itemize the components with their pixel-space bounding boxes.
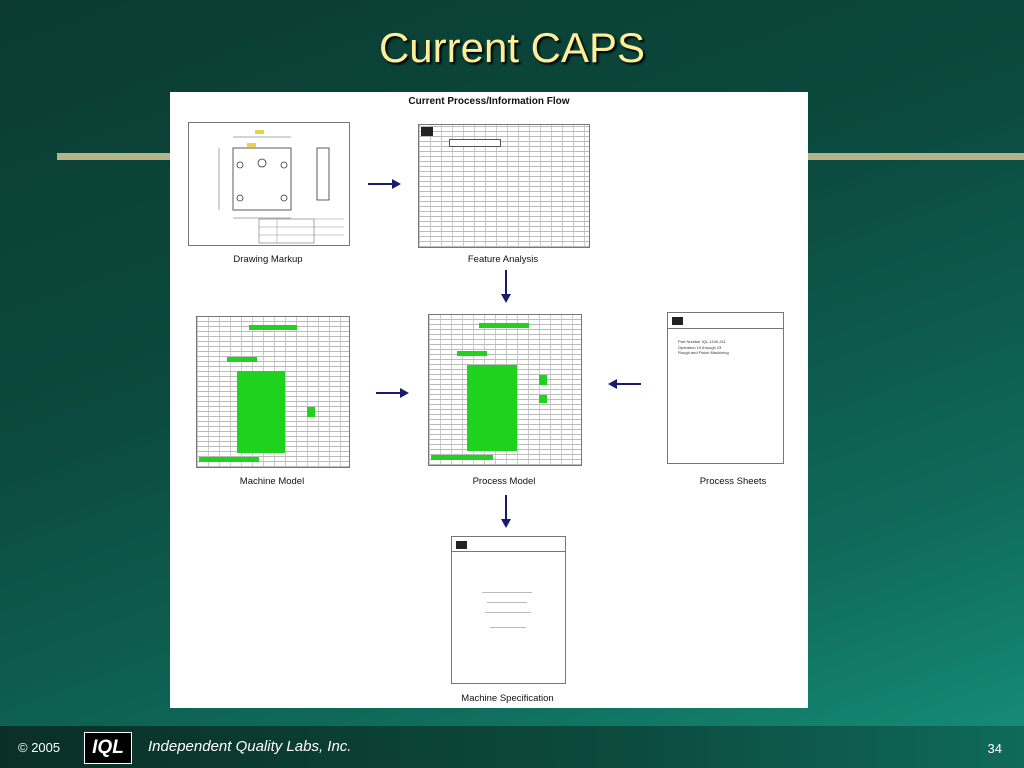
machine-model-thumbnail (196, 316, 350, 468)
caption-drawing-markup: Drawing Markup (233, 254, 303, 265)
arrow-process-model-to-machine-spec (501, 495, 511, 528)
copyright-text: © 2005 (18, 740, 61, 755)
diagram-title: Current Process/Information Flow (408, 96, 570, 107)
process-model-thumbnail (428, 314, 582, 466)
caption-machine-model: Machine Model (239, 476, 305, 487)
caption-feature-analysis: Feature Analysis (467, 254, 539, 265)
decor-rule-right (808, 153, 1024, 160)
decor-rule-left (57, 153, 170, 160)
arrow-feature-to-process-model (501, 270, 511, 303)
caption-process-model: Process Model (472, 476, 536, 487)
drawing-markup-thumbnail (188, 122, 350, 246)
slide-title: Current CAPS (378, 24, 646, 71)
arrow-process-sheets-to-process-model (608, 379, 641, 389)
machine-specification-thumbnail (451, 536, 566, 684)
arrow-drawing-to-feature (368, 179, 401, 189)
process-sheet-operation: Operation 10 through 23 (678, 344, 722, 350)
diagram-panel: Current Process/Information Flow Drawing… (170, 92, 808, 708)
technical-drawing-icon (218, 130, 344, 244)
arrow-machine-model-to-process-model (376, 388, 409, 398)
page-number: 34 (987, 741, 1002, 756)
caption-machine-specification: Machine Specification (461, 693, 554, 704)
process-sheets-thumbnail: Part Number IQL-1100-411 Operation 10 th… (667, 312, 784, 464)
iql-logo: IQL (84, 732, 132, 764)
caption-process-sheets: Process Sheets (699, 476, 767, 487)
feature-analysis-thumbnail (418, 124, 590, 248)
company-name: Independent Quality Labs, Inc. (148, 738, 352, 755)
process-sheet-description: Rough and Finish Machining (678, 350, 729, 355)
process-sheet-part-number: Part Number IQL-1100-411 (678, 339, 726, 344)
footer-bar: © 2005 IQL Independent Quality Labs, Inc… (0, 726, 1024, 768)
